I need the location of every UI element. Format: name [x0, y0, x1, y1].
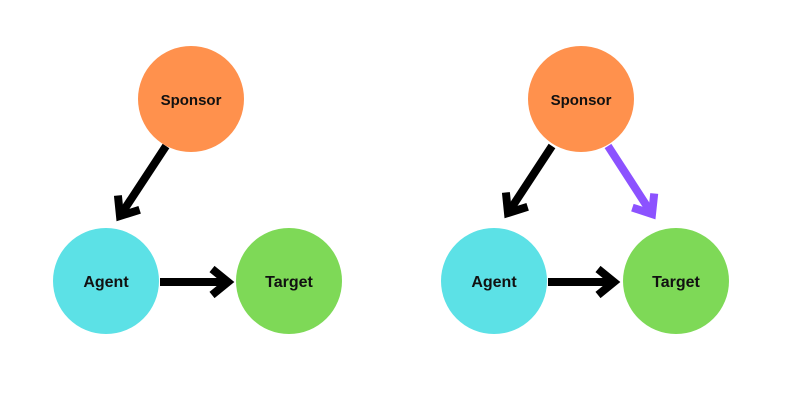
sponsor-circle — [528, 46, 634, 152]
target-label: Target — [265, 274, 313, 291]
target-label: Target — [652, 274, 700, 291]
agent-circle — [441, 228, 547, 334]
node-agent: Agent — [53, 228, 159, 334]
target-circle — [623, 228, 729, 334]
target-circle — [236, 228, 342, 334]
diagram-left: Sponsor Agent Target — [53, 46, 342, 334]
node-sponsor: Sponsor — [528, 46, 634, 152]
node-agent: Agent — [441, 228, 547, 334]
node-sponsor: Sponsor — [138, 46, 244, 152]
agent-label: Agent — [471, 274, 517, 291]
node-target: Target — [623, 228, 729, 334]
arrow-sponsor-to-agent — [501, 143, 556, 219]
node-target: Target — [236, 228, 342, 334]
sponsor-label: Sponsor — [551, 92, 612, 109]
diagram-right: Sponsor Agent Target — [441, 46, 729, 334]
sponsor-circle — [138, 46, 244, 152]
sponsor-label: Sponsor — [161, 92, 222, 109]
arrow-sponsor-to-target — [604, 143, 659, 220]
arrow-sponsor-to-agent — [113, 143, 170, 222]
agent-circle — [53, 228, 159, 334]
agent-label: Agent — [83, 274, 129, 291]
